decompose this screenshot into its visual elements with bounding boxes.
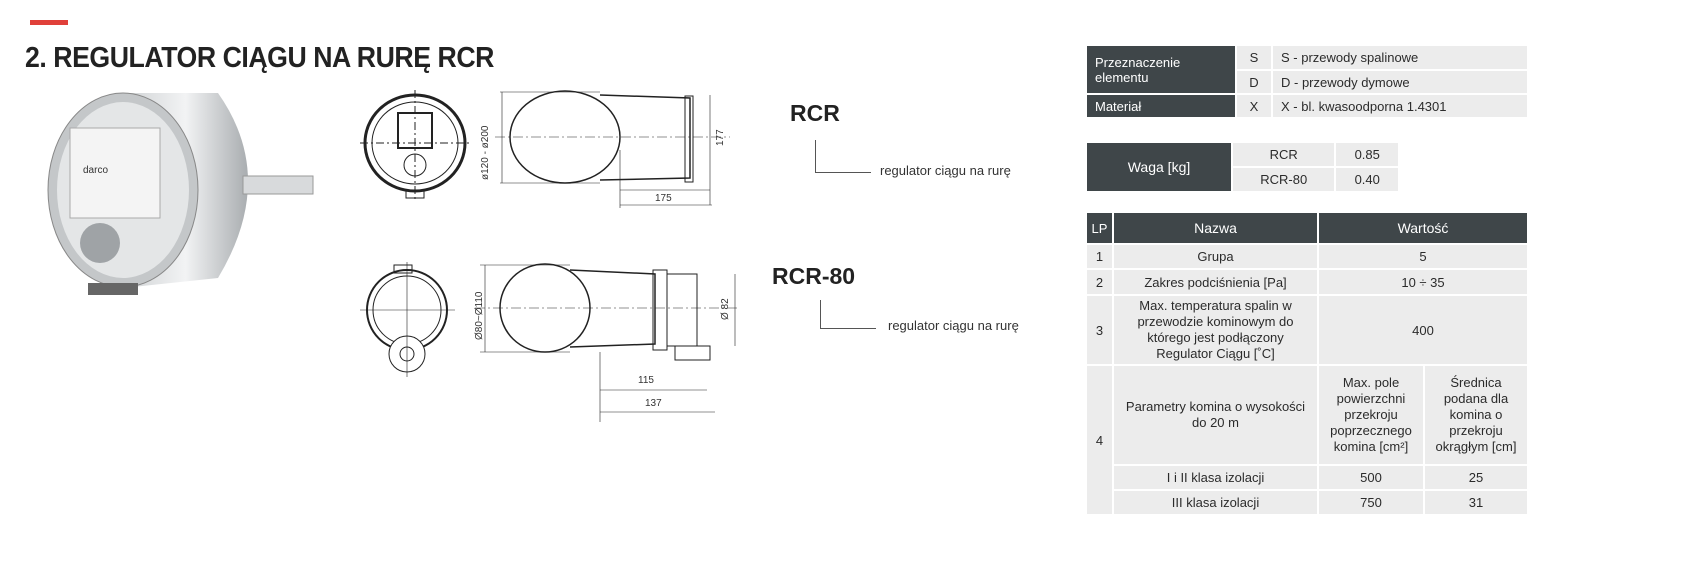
cell-name: I i II klasa izolacji [1114, 466, 1317, 489]
table-row: 3 Max. temperatura spalin w przewodzie k… [1087, 296, 1527, 364]
weight-label: Waga [kg] [1087, 143, 1231, 191]
rcr80-dim-pipe: Ø 82 [720, 298, 731, 320]
rcr80-dim-137: 137 [645, 398, 662, 409]
cell-name: Zakres podciśnienia [Pa] [1114, 270, 1317, 294]
weight-value: 0.40 [1336, 168, 1398, 191]
cell-lp: 3 [1087, 296, 1112, 364]
cell-name: Max. temperatura spalin w przewodzie kom… [1114, 296, 1317, 364]
cell-value: 25 [1425, 466, 1527, 489]
weight-model: RCR-80 [1233, 168, 1335, 191]
spec-code: S [1237, 46, 1271, 69]
table-row: I i II klasa izolacji 500 25 [1087, 466, 1527, 489]
rcr80-side-view-drawing [475, 263, 740, 422]
weight-value: 0.85 [1336, 143, 1398, 166]
model-desc-rcr: regulator ciągu na rurę [880, 163, 1011, 178]
spec-label: Materiał [1087, 95, 1235, 117]
accent-bar [30, 20, 68, 25]
weight-table: Waga [kg] RCR 0.85 RCR-80 0.40 [1085, 141, 1400, 193]
rcr80-dim-diameter: Ø80~Ø110 [474, 291, 485, 340]
rcr-side-view-drawing [495, 90, 730, 208]
cell-value: 750 [1319, 491, 1423, 514]
cell-name: Parametry komina o wysokości do 20 m [1114, 366, 1317, 464]
product-photo: darco [47, 92, 314, 295]
rcr-dim-diameter: ø120 - ø200 [480, 125, 491, 180]
cell-value: 400 [1319, 296, 1527, 364]
svg-text:darco: darco [83, 165, 108, 176]
leader-line [815, 140, 871, 173]
spec-value: D - przewody dymowe [1273, 71, 1527, 93]
spec-value: X - bl. kwasoodporna 1.4301 [1273, 95, 1527, 117]
rcr-dim-length: 175 [655, 193, 672, 204]
table-row: 4 Parametry komina o wysokości do 20 m M… [1087, 366, 1527, 514]
cell-value: 31 [1425, 491, 1527, 514]
spec-code: X [1237, 95, 1271, 117]
model-label-rcr: RCR [790, 100, 840, 126]
weight-model: RCR [1233, 143, 1335, 166]
spec-label: Przeznaczenie elementu [1087, 46, 1235, 93]
cell-value: 10 ÷ 35 [1319, 270, 1527, 294]
spec-value: S - przewody spalinowe [1273, 46, 1527, 69]
model-desc-rcr80: regulator ciągu na rurę [888, 318, 1019, 333]
cell-lp: 2 [1087, 270, 1112, 294]
cell-subheader: Max. pole powierzchni przekroju poprzecz… [1319, 366, 1423, 464]
rcr-front-view-drawing [360, 90, 470, 200]
header-nazwa: Nazwa [1114, 213, 1317, 243]
spec-table: Przeznaczenie elementu S S - przewody sp… [1085, 44, 1529, 119]
leader-line [820, 300, 876, 329]
table-row: 1 Grupa 5 [1087, 245, 1527, 268]
cell-value: 5 [1319, 245, 1527, 268]
cell-lp: 1 [1087, 245, 1112, 268]
table-row: 2 Zakres podciśnienia [Pa] 10 ÷ 35 [1087, 270, 1527, 294]
cell-name: Grupa [1114, 245, 1317, 268]
rcr80-dim-115: 115 [638, 375, 654, 386]
rcr80-front-view-drawing [360, 262, 455, 377]
rcr-dim-height: 177 [715, 129, 726, 146]
cell-subheader: Średnica podana dla komina o przekroju o… [1425, 366, 1527, 464]
cell-value: 500 [1319, 466, 1423, 489]
spec-code: D [1237, 71, 1271, 93]
params-table: LP Nazwa Wartość 1 Grupa 5 2 Zakres podc… [1085, 211, 1529, 516]
header-lp: LP [1087, 213, 1112, 243]
cell-lp: 4 [1087, 366, 1112, 514]
model-label-rcr80: RCR-80 [772, 263, 856, 289]
cell-name: III klasa izolacji [1114, 491, 1317, 514]
header-wartosc: Wartość [1319, 213, 1527, 243]
page-title: 2. REGULATOR CIĄGU NA RURĘ RCR [25, 42, 494, 74]
table-row: III klasa izolacji 750 31 [1087, 491, 1527, 514]
